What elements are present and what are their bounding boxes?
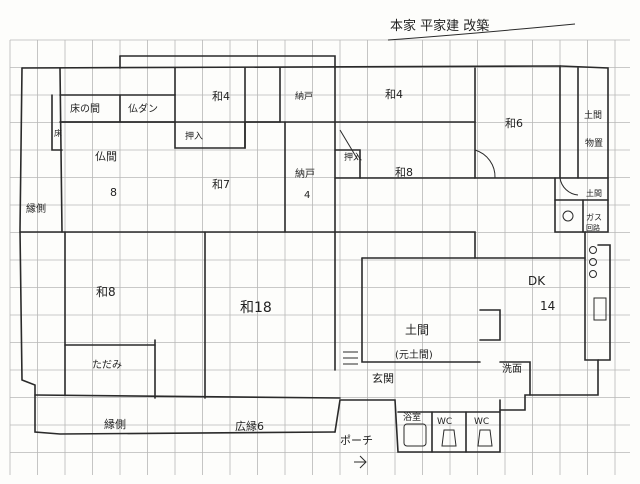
room-label: 和7 xyxy=(212,178,230,191)
room-label: 縁側 xyxy=(26,202,46,215)
toilet xyxy=(477,429,493,447)
room-label: 土間 xyxy=(584,109,602,121)
gas-burner xyxy=(589,246,597,254)
bathtub xyxy=(403,423,427,447)
room-label: 和4 xyxy=(212,90,230,103)
room-label: 土間 xyxy=(405,323,429,337)
outer-wall xyxy=(597,244,611,361)
gas-burner xyxy=(589,258,597,266)
room-label: 和6 xyxy=(505,117,523,130)
room-label: 回路 xyxy=(586,223,600,232)
room-label: 玄関 xyxy=(372,371,394,385)
room-sublabel: (元土間) xyxy=(395,348,433,361)
outer-wall xyxy=(334,399,501,453)
interior-wall xyxy=(499,361,531,396)
room-label: ガス xyxy=(586,212,602,222)
interior-wall xyxy=(361,257,481,363)
room-label: 仏間 xyxy=(95,150,117,163)
entry-arrow xyxy=(354,455,367,469)
room-label: ポーチ xyxy=(340,434,373,447)
room-size: 14 xyxy=(540,299,555,313)
room-label: 土間 xyxy=(586,188,602,198)
interior-wall xyxy=(34,394,341,399)
room-label: WC xyxy=(474,417,489,427)
room-label: 押入 xyxy=(185,130,203,142)
plan-title: 本家 平家建 改築 xyxy=(390,18,489,34)
interior-wall xyxy=(19,231,586,259)
room-label: 床の間 xyxy=(70,102,100,115)
step-marks xyxy=(343,351,358,365)
room-label: 押入 xyxy=(344,151,362,163)
interior-wall xyxy=(119,55,336,69)
room-label: DK xyxy=(528,274,546,288)
room-label: 納戸 xyxy=(295,90,313,102)
room-label: 和8 xyxy=(96,285,116,299)
room-label: 和18 xyxy=(240,300,272,316)
title-underline xyxy=(387,23,576,41)
door-swing xyxy=(339,129,359,161)
interior-wall xyxy=(51,94,63,151)
room-label: 仏ダン xyxy=(128,102,158,115)
outer-wall xyxy=(559,65,609,179)
room-label: WC xyxy=(437,417,452,427)
interior-wall xyxy=(479,309,501,341)
toilet xyxy=(441,429,457,447)
room-label: 和8 xyxy=(395,166,413,179)
room-label: 洗面 xyxy=(502,363,522,375)
room-size: 4 xyxy=(304,190,310,201)
room-label: 浴室 xyxy=(403,411,421,423)
room-label: 床 xyxy=(54,128,62,138)
room-label: 広縁6 xyxy=(235,419,264,433)
gas-meter xyxy=(562,210,574,222)
room-label: ただみ xyxy=(92,359,122,371)
outer-wall xyxy=(21,65,561,179)
outer-wall xyxy=(19,67,336,435)
room-label: 和4 xyxy=(385,88,403,101)
room-label: 納戸 xyxy=(295,167,315,180)
room-label: 物置 xyxy=(585,137,603,149)
gas-burner xyxy=(589,270,597,278)
room-label: 縁側 xyxy=(104,417,126,431)
door-swing xyxy=(559,177,579,196)
interior-wall xyxy=(334,149,361,179)
sink xyxy=(593,297,607,321)
door-swing xyxy=(474,149,496,179)
room-size: 8 xyxy=(110,186,117,199)
outer-wall xyxy=(584,177,609,233)
